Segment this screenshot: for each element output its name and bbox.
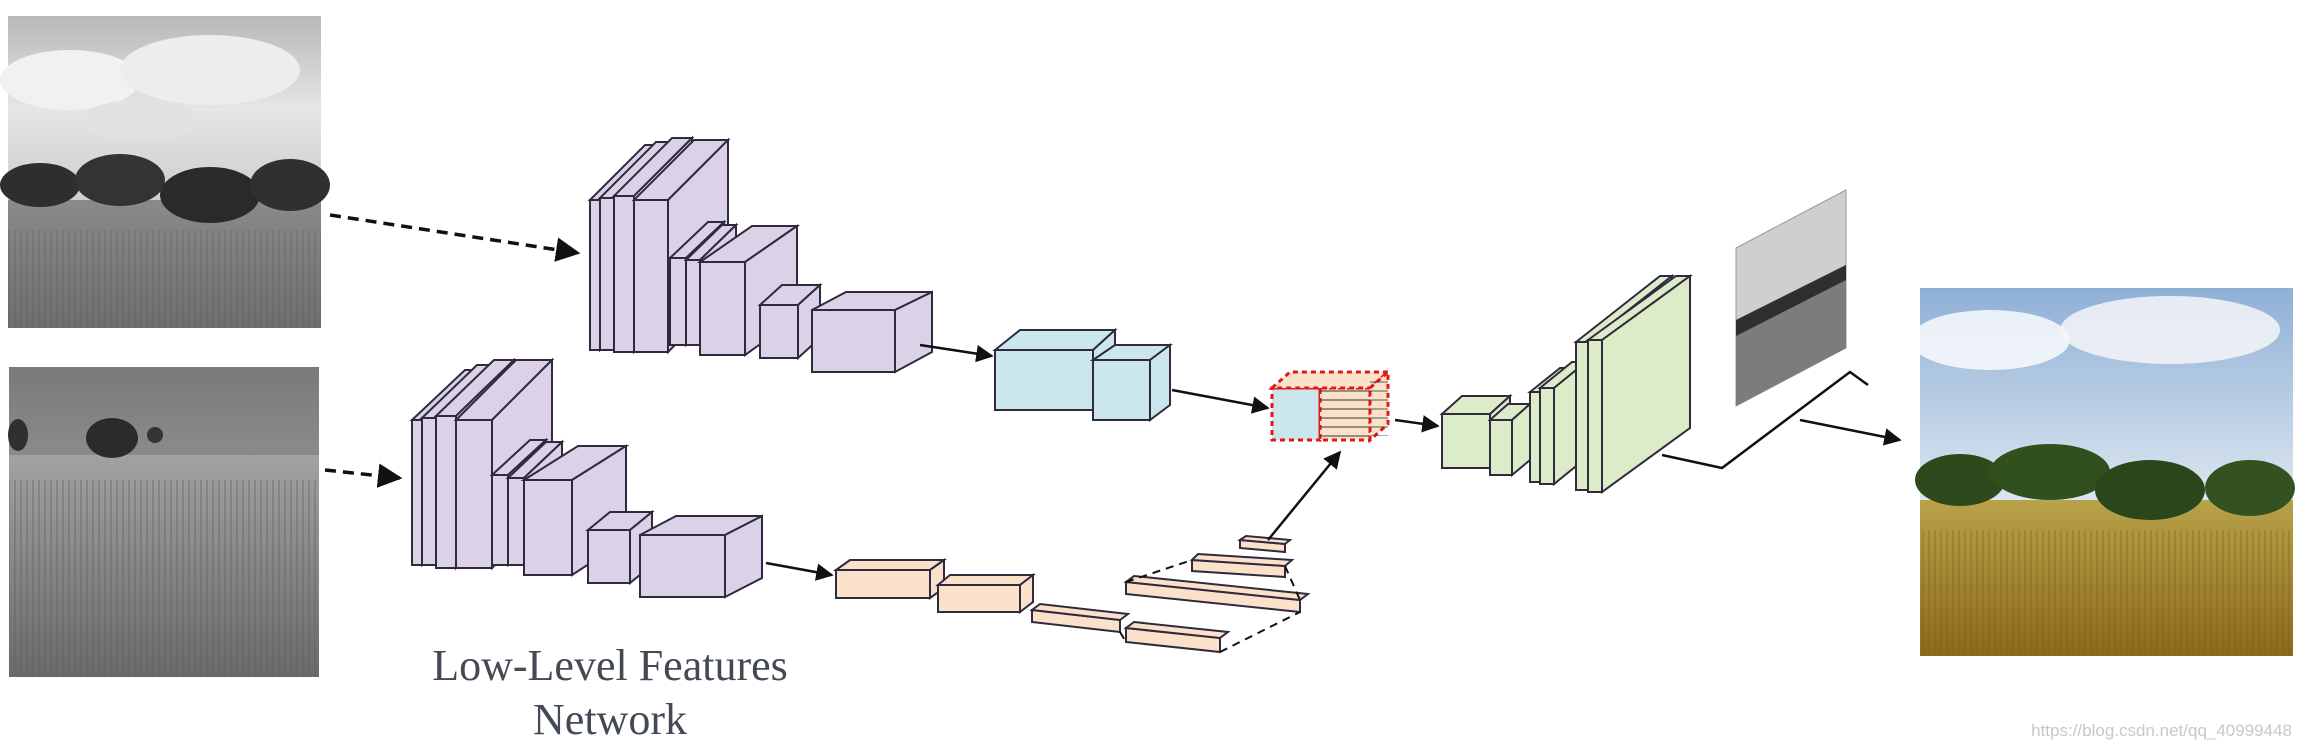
global-features-orange-blocks — [832, 534, 1311, 654]
network-label-line2: Network — [533, 695, 687, 744]
input-gray-image-bottom — [8, 367, 319, 677]
fusion-layer-cube — [1268, 368, 1392, 444]
output-color-image — [1910, 288, 2295, 656]
colorization-decoder-green-blocks — [1439, 273, 1694, 494]
mid-level-cyan-blocks — [992, 327, 1173, 422]
dashed-arrow-bottom — [324, 463, 403, 488]
fc-dashed-connectors — [1119, 559, 1301, 653]
watermark-text: https://blog.csdn.net/qq_40999448 — [2031, 721, 2292, 740]
dashed-arrow-top — [329, 213, 581, 262]
flow-arrows — [765, 343, 1902, 581]
input-gray-image-top — [0, 16, 330, 328]
upper-encoder-blocks — [587, 135, 933, 374]
small-gray-copy-image — [1735, 189, 1847, 407]
network-label-line1: Low-Level Features — [432, 641, 788, 690]
lower-encoder-blocks — [409, 357, 763, 599]
